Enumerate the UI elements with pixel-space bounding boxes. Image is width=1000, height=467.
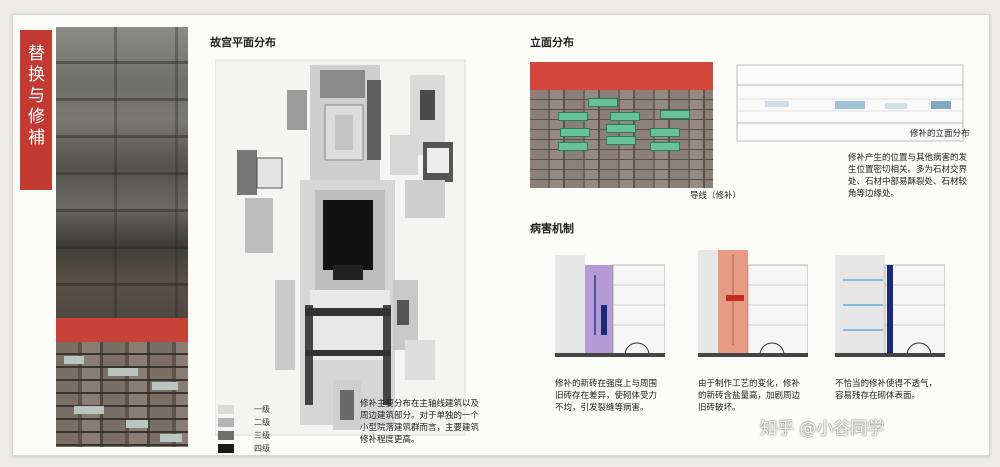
legend-label: 二级 [254, 417, 270, 427]
wall-photo-bricks [56, 342, 188, 447]
wall-photo-red-band [56, 318, 188, 342]
legend-swatch [218, 430, 234, 440]
mechanism-title: 病害机制 [530, 222, 574, 235]
watermark: 知乎 @小谷同学 [760, 419, 885, 439]
wall-photo-top [56, 27, 188, 337]
elevation-note: 修补产生的位置与其他病害的发生位置密切相关。多为石材交界处、石材中部易酥裂处、石… [848, 153, 968, 199]
mechanism-note-3: 不恰当的修补使得不透气，容易残存在砌体表面。 [835, 379, 938, 401]
legend-swatch [218, 417, 234, 427]
legend-swatch [218, 404, 234, 414]
legend-item: 四级 [218, 442, 270, 454]
plan-title: 故宫平面分布 [210, 36, 276, 49]
plan-legend: 一级 二级 三级 四级 [218, 403, 270, 455]
elevation-caption: 修补的立面分布 [910, 129, 970, 139]
mechanism-diagram-2 [698, 250, 808, 357]
legend-swatch [218, 443, 234, 453]
legend-label: 一级 [254, 404, 270, 414]
plan-note: 修补主要分布在主轴线建筑以及周边建筑部分。对于单独的一个小型院落建筑群而言，主要… [360, 399, 480, 445]
photo-caption: 导线（修补） [690, 191, 742, 201]
legend-item: 一级 [218, 403, 270, 415]
mechanism-diagram-3 [835, 255, 945, 357]
legend-item: 二级 [218, 416, 270, 428]
side-title: 替换与修補 [28, 44, 46, 148]
elevation-line-drawing [736, 64, 964, 142]
mechanism-diagram-1 [555, 255, 665, 357]
legend-label: 四级 [254, 443, 270, 453]
elevation-title: 立面分布 [530, 36, 574, 49]
side-title-bar [20, 30, 52, 190]
forbidden-city-plan-map [215, 59, 466, 436]
mechanism-note-1: 修补的新砖在强度上与周围旧砖存在差异，使砌体受力不均，引发裂缝等病害。 [555, 379, 658, 413]
elevation-photo [530, 62, 713, 188]
mechanism-note-2: 由于制作工艺的变化，修补的新砖含盐量高，加剧周边旧砖破坏。 [698, 379, 801, 413]
legend-item: 三级 [218, 429, 270, 441]
legend-label: 三级 [254, 430, 270, 440]
